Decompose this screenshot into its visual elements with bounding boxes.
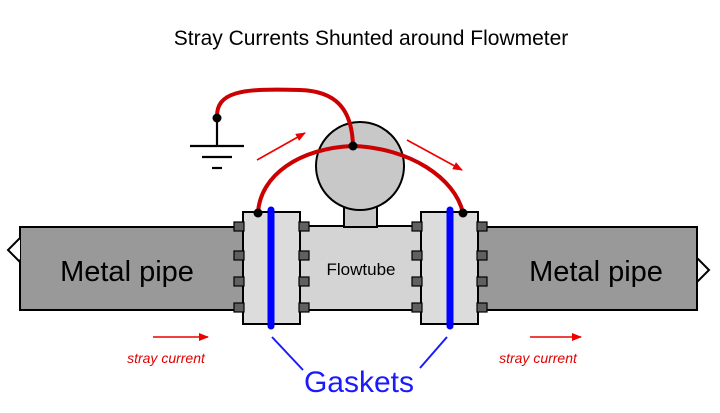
bonding-wires [214, 87, 465, 215]
connection-dot-icon [348, 141, 358, 151]
connection-dot-icon [253, 208, 263, 218]
stray-current-left-label: stray current [127, 350, 206, 366]
bolt-icon [476, 250, 488, 261]
bolt-icon [298, 250, 310, 261]
connection-dot-icon [458, 208, 468, 218]
wire-left-to-meter [256, 144, 355, 215]
flowtube: Flowtube [299, 225, 423, 311]
stray-current-right-label: stray current [499, 350, 578, 366]
bolt-icon [476, 276, 488, 287]
ground-symbol-icon [190, 118, 244, 170]
left-flange [233, 206, 310, 330]
gaskets-label: Gaskets [304, 366, 414, 399]
bolt-icon [233, 276, 245, 287]
bolt-icon [298, 276, 310, 287]
bolt-icon [233, 221, 245, 232]
bolt-icon [298, 302, 310, 313]
current-arrow-icon [406, 139, 463, 171]
left-metal-pipe: Metal pipe [6, 226, 245, 311]
right-metal-pipe: Metal pipe [476, 226, 711, 311]
bolt-icon [476, 221, 488, 232]
bolt-icon [411, 221, 423, 232]
pipe-break-left-icon [6, 227, 21, 310]
bolt-icon [233, 302, 245, 313]
bolt-icon [411, 302, 423, 313]
bolt-icon [476, 302, 488, 313]
current-arrow-icon [256, 132, 306, 161]
gasket-leader-right [419, 336, 448, 369]
bolt-icon [411, 276, 423, 287]
bolt-icon [298, 221, 310, 232]
bolt-icon [233, 250, 245, 261]
left-pipe-label: Metal pipe [60, 256, 194, 288]
wire-meter-to-right [351, 144, 465, 215]
flowmeter-transmitter [315, 121, 405, 228]
pipe-break-right-icon [696, 227, 711, 310]
left-flange-bolts [233, 221, 310, 313]
gasket-leader-left [271, 336, 304, 371]
wire-ground-to-meter [214, 87, 355, 148]
right-pipe-label: Metal pipe [529, 256, 663, 288]
right-flange-bolts [411, 221, 488, 313]
right-flange [411, 206, 488, 330]
flowtube-label: Flowtube [327, 260, 396, 279]
diagram-title: Stray Currents Shunted around Flowmeter [174, 27, 569, 50]
bolt-icon [411, 250, 423, 261]
